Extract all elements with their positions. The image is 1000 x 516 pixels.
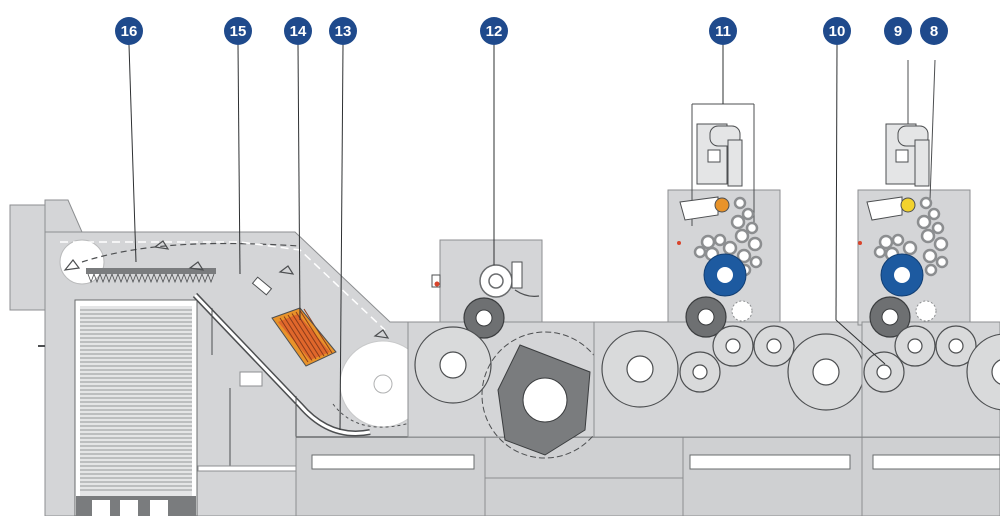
dryer-bar [86,268,216,274]
callout-label: 15 [230,23,247,40]
callout-9: 9 [884,17,912,45]
callout-15: 15 [224,17,252,45]
callout-label: 10 [829,23,846,40]
machine-base [295,436,1000,516]
callout-8: 8 [920,17,948,45]
delivery-unit [9,199,427,516]
printing-unit-9 [857,59,1000,438]
coating-unit [407,239,689,459]
callout-label: 9 [894,23,902,40]
callout-10: 10 [823,17,851,45]
callout-label: 12 [486,23,503,40]
callout-14: 14 [284,17,312,45]
callout-11: 11 [709,17,737,45]
callout-label: 11 [715,23,731,40]
callout-label: 13 [335,23,352,40]
callout-13: 13 [329,17,357,45]
dryer-unit [271,307,337,367]
printing-unit-11 [593,103,865,438]
leader-lines [128,44,886,431]
callout-12: 12 [480,17,508,45]
paper-pile [80,306,192,496]
callout-label: 8 [930,23,938,40]
callouts: 16 15 14 13 12 11 10 9 [115,17,948,45]
ink-fountain-orange [714,197,730,213]
callout-label: 14 [290,23,307,40]
ink-fountain-yellow [900,197,916,213]
callout-16: 16 [115,17,143,45]
callout-label: 16 [121,23,138,40]
